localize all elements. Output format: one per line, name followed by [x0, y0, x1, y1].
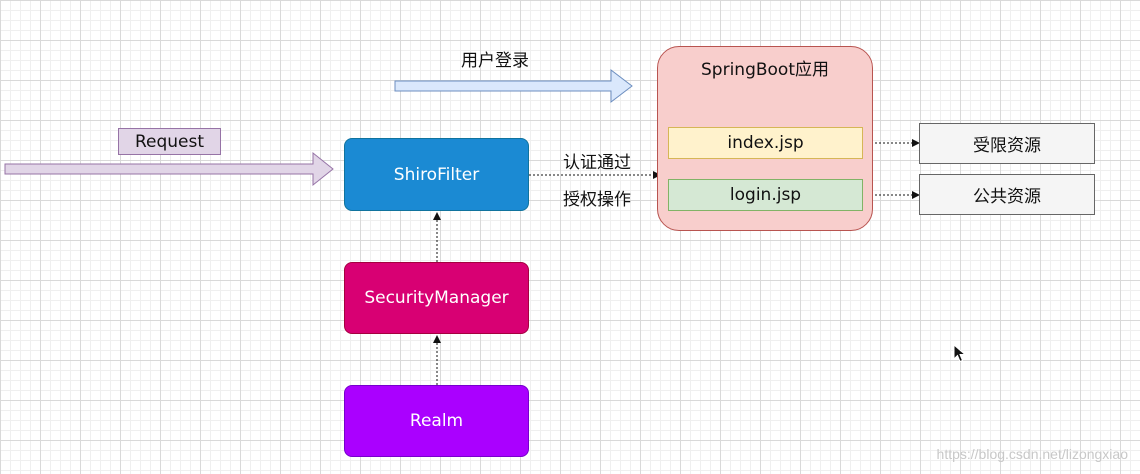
index-jsp-label: index.jsp	[727, 133, 804, 153]
shirofilter-label: ShiroFilter	[393, 164, 480, 185]
public-resource-node: 公共资源	[919, 174, 1095, 215]
realm-label: Realm	[409, 411, 464, 431]
login-jsp-node: login.jsp	[668, 179, 863, 211]
restricted-resource-label: 受限资源	[973, 136, 1041, 156]
login-jsp-label: login.jsp	[729, 185, 802, 205]
user-login-label: 用户登录	[461, 51, 529, 71]
securitymanager-label: SecurityManager	[364, 288, 509, 308]
shirofilter-node: ShiroFilter	[344, 138, 529, 211]
index-jsp-node: index.jsp	[668, 127, 863, 159]
user-login-flow-arrow	[394, 68, 633, 104]
request-node: Request	[118, 128, 221, 155]
public-resource-label: 公共资源	[973, 187, 1041, 207]
request-label: Request	[134, 131, 205, 152]
springboot-app-title: SpringBoot应用	[701, 60, 829, 80]
request-flow-arrow	[4, 151, 334, 187]
securitymanager-node: SecurityManager	[344, 262, 529, 334]
auth-pass-label: 认证通过	[563, 153, 631, 173]
restricted-resource-node: 受限资源	[919, 123, 1095, 164]
mouse-cursor-icon	[953, 344, 967, 363]
watermark-url: https://blog.csdn.net/lizongxiao	[936, 446, 1128, 462]
authz-op-label: 授权操作	[563, 190, 631, 210]
realm-node: Realm	[344, 385, 529, 457]
